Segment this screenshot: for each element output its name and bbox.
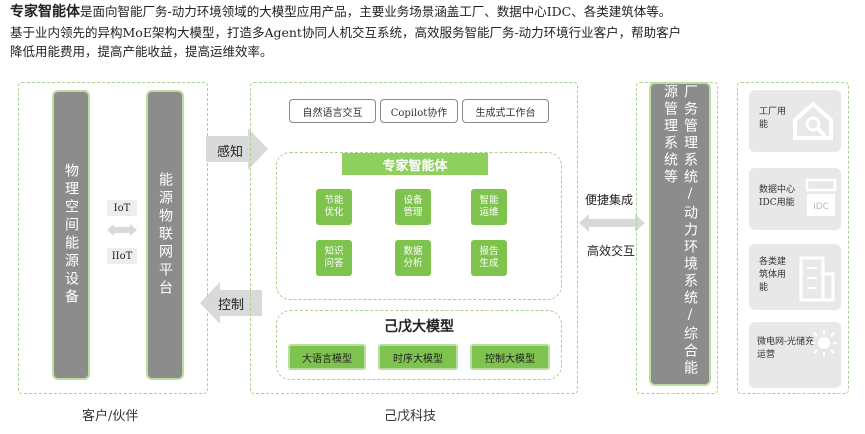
- tab-natural-language[interactable]: 自然语言交互: [289, 99, 376, 123]
- tab-generative-workbench[interactable]: 生成式工作台: [462, 99, 549, 123]
- model-llm[interactable]: 大语言模型: [288, 344, 366, 370]
- wrench-house-icon: [791, 98, 835, 146]
- jiwu-tech-box: [250, 82, 578, 394]
- card-idc-label: 数据中心IDC用能: [759, 185, 796, 208]
- solar-grid-icon: [809, 328, 839, 362]
- customer-partner-box: [18, 82, 208, 394]
- control-arrow-icon: [200, 282, 262, 324]
- tab-copilot[interactable]: Copilot协作: [380, 99, 458, 123]
- intro-line-3: 降低用能费用，提高产能收益，提高运维效率。: [10, 44, 273, 59]
- intro-line-2: 基于业内领先的异构MoE架构大模型，打造多Agent协同人机交互系统，高效服务智…: [10, 24, 682, 40]
- double-arrow-icon: [579, 212, 645, 234]
- card-buildings[interactable]: 各类建筑体用能: [749, 244, 841, 310]
- customer-partner-label: 客户/伙伴: [82, 409, 139, 424]
- idc-server-icon: IDC: [805, 178, 837, 224]
- jiwu-model-box: [276, 310, 562, 380]
- agent-device-management[interactable]: 设备管理: [395, 189, 431, 225]
- scenarios-box: [737, 82, 849, 394]
- card-factory[interactable]: 工厂用能: [749, 90, 841, 152]
- energy-iot-platform-bar: 能源物联网平台: [146, 90, 184, 380]
- iiot-label: IIoT: [107, 248, 137, 264]
- model-timeseries[interactable]: 时序大模型: [378, 344, 458, 370]
- bidirectional-arrow-icon: [107, 222, 137, 238]
- model-control[interactable]: 控制大模型: [470, 344, 550, 370]
- svg-text:IDC: IDC: [813, 202, 829, 212]
- card-factory-label: 工厂用能: [759, 107, 787, 130]
- agent-report-generation[interactable]: 报告生成: [471, 240, 507, 276]
- physical-energy-devices-bar: 物理空间能源设备: [52, 90, 90, 380]
- control-label: 控制: [218, 298, 245, 313]
- management-systems-bar: 厂务管理系统/动力环境系统/综合能源管理系统等: [649, 82, 711, 386]
- expert-agent-title: 专家智能体: [342, 153, 488, 175]
- interact-label: 高效交互: [587, 244, 636, 258]
- intro-line-1-rest: 是面向智能厂务-动力环境领域的大模型应用产品，主要业务场景涵盖工厂、数据中心ID…: [80, 4, 672, 19]
- card-buildings-label: 各类建筑体用能: [759, 257, 787, 293]
- iot-label: IoT: [107, 200, 137, 216]
- building-icon: [799, 252, 835, 306]
- agent-data-analysis[interactable]: 数据分析: [395, 240, 431, 276]
- expert-agent-box: [276, 152, 562, 300]
- sense-label: 感知: [217, 145, 244, 160]
- card-microgrid-label: 微电网-光储充运营: [757, 337, 815, 360]
- intro-line-1: 专家智能体是面向智能厂务-动力环境领域的大模型应用产品，主要业务场景涵盖工厂、数…: [10, 2, 860, 23]
- sense-arrow-icon: [206, 128, 268, 170]
- agent-smart-maintenance[interactable]: 智能运维: [471, 189, 507, 225]
- jiwu-tech-label: 己戊科技: [384, 409, 437, 424]
- integrate-label: 便捷集成: [585, 193, 634, 207]
- intro-text: 专家智能体是面向智能厂务-动力环境领域的大模型应用产品，主要业务场景涵盖工厂、数…: [10, 2, 860, 62]
- card-microgrid[interactable]: 微电网-光储充运营: [749, 322, 841, 388]
- card-idc[interactable]: 数据中心IDC用能 IDC: [749, 168, 841, 230]
- agent-energy-optimization[interactable]: 节能优化: [316, 189, 352, 225]
- agent-knowledge-qa[interactable]: 知识问答: [316, 240, 352, 276]
- intro-title: 专家智能体: [10, 4, 80, 20]
- jiwu-model-title: 己戊大模型: [384, 319, 454, 335]
